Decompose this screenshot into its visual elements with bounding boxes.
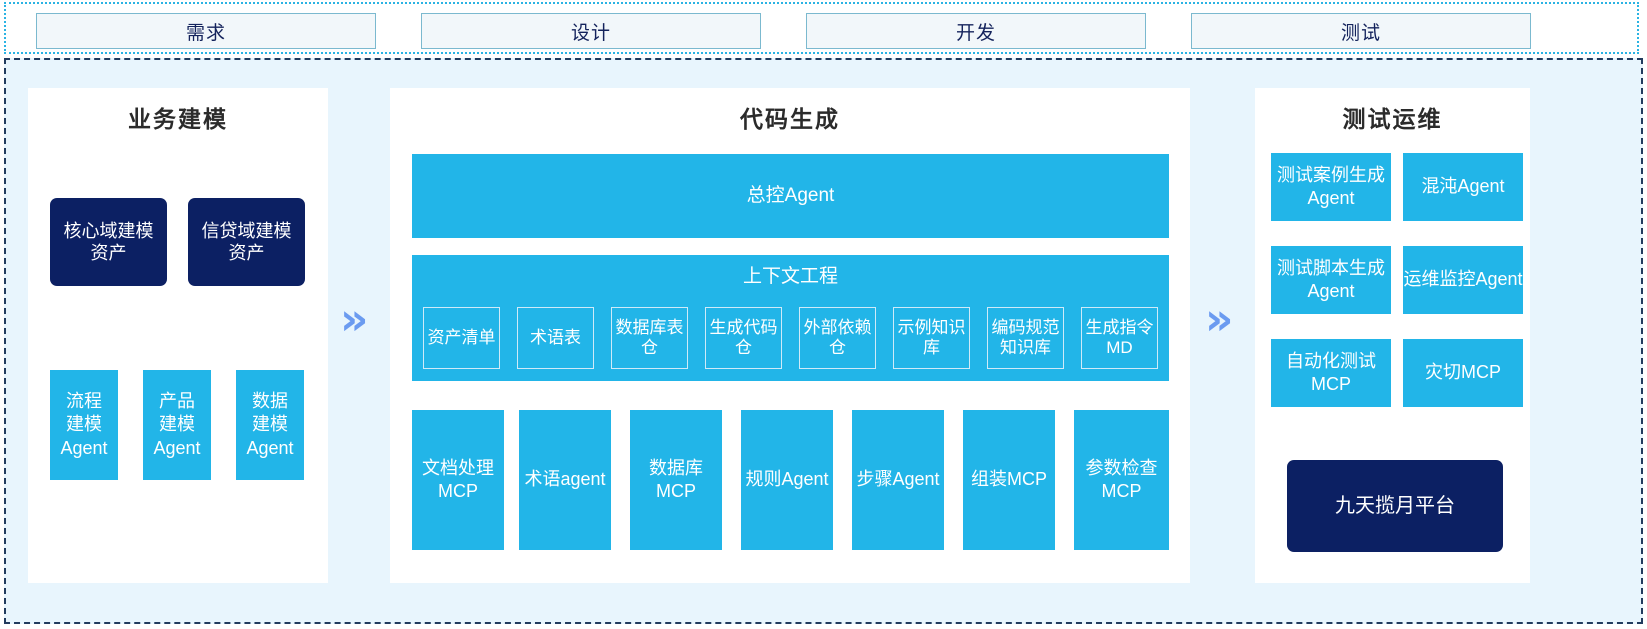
tool-rule-agent[interactable]: 规则Agent: [741, 410, 833, 550]
panel-test-ops: 测试运维 测试案例生成Agent 混沌Agent 测试脚本生成Agent 运维监…: [1255, 88, 1530, 583]
context-chip-example-knowledge-base[interactable]: 示例知识库: [893, 307, 970, 369]
context-chip-coding-standard-knowledge-base[interactable]: 编码规范知识库: [987, 307, 1064, 369]
chip-label: 示例知识库: [897, 318, 966, 357]
phase-box-development[interactable]: 开发: [806, 13, 1146, 49]
item-label: 测试脚本生成Agent: [1277, 257, 1385, 301]
panel-code-generation: 代码生成 总控Agent 上下文工程 资产清单 术语表 数据库表仓 生成代码仓 …: [390, 88, 1190, 583]
context-engineering-block: 上下文工程 资产清单 术语表 数据库表仓 生成代码仓 外部依赖仓 示例知识库 编…: [412, 255, 1169, 381]
asset-label: 核心域建模资产: [63, 220, 154, 264]
context-chip-generated-code-repo[interactable]: 生成代码仓: [705, 307, 782, 369]
context-chip-glossary[interactable]: 术语表: [517, 307, 594, 369]
context-engineering-title: 上下文工程: [742, 266, 838, 287]
flow-arrow-center-to-right: »: [1205, 294, 1234, 345]
chip-label: 资产清单: [427, 328, 496, 348]
chip-label: 编码规范知识库: [991, 318, 1060, 357]
phase-box-design[interactable]: 设计: [421, 13, 761, 49]
context-chip-asset-list[interactable]: 资产清单: [423, 307, 500, 369]
tool-label: 术语agent: [524, 469, 606, 490]
platform-jiutian-lanyue[interactable]: 九天揽月平台: [1287, 460, 1503, 552]
item-ops-monitoring-agent[interactable]: 运维监控Agent: [1403, 246, 1523, 314]
tool-label: 组装MCP: [971, 469, 1047, 490]
item-test-script-generation-agent[interactable]: 测试脚本生成Agent: [1271, 246, 1391, 314]
item-label: 灾切MCP: [1425, 362, 1501, 383]
tool-assembly-mcp[interactable]: 组装MCP: [963, 410, 1055, 550]
chip-label: 生成指令MD: [1085, 318, 1154, 357]
panel-title-test-ops: 测试运维: [1342, 106, 1443, 132]
chip-label: 外部依赖仓: [803, 318, 872, 357]
chip-label: 生成代码仓: [709, 318, 778, 357]
phase-box-requirements[interactable]: 需求: [36, 13, 376, 49]
phase-label: 设计: [570, 22, 611, 44]
phase-box-testing[interactable]: 测试: [1191, 13, 1531, 49]
item-label: 自动化测试MCP: [1286, 350, 1376, 394]
chip-label: 数据库表仓: [615, 318, 684, 357]
platform-label: 九天揽月平台: [1335, 494, 1455, 517]
panel-title-business-modeling: 业务建模: [128, 106, 228, 132]
flow-arrow-left-to-center: »: [340, 294, 369, 345]
item-label: 运维监控Agent: [1403, 269, 1523, 290]
context-chip-external-dependency-repo[interactable]: 外部依赖仓: [799, 307, 876, 369]
item-chaos-agent[interactable]: 混沌Agent: [1403, 153, 1523, 221]
phase-strip: 需求 设计 开发 测试: [4, 2, 1639, 54]
phase-label: 需求: [185, 22, 226, 44]
phase-label: 测试: [1340, 22, 1381, 44]
item-label: 测试案例生成Agent: [1277, 164, 1385, 208]
panel-title-code-generation: 代码生成: [740, 106, 840, 132]
context-chip-db-table-repo[interactable]: 数据库表仓: [611, 307, 688, 369]
asset-credit-domain[interactable]: 信贷域建模资产: [188, 198, 305, 286]
tool-step-agent[interactable]: 步骤Agent: [852, 410, 944, 550]
item-disaster-switch-mcp[interactable]: 灾切MCP: [1403, 339, 1523, 407]
item-label: 混沌Agent: [1421, 176, 1505, 197]
item-test-case-generation-agent[interactable]: 测试案例生成Agent: [1271, 153, 1391, 221]
asset-label: 信贷域建模资产: [201, 220, 292, 264]
asset-core-domain[interactable]: 核心域建模资产: [50, 198, 167, 286]
phase-label: 开发: [955, 22, 996, 44]
item-automated-test-mcp[interactable]: 自动化测试MCP: [1271, 339, 1391, 407]
chip-label: 术语表: [530, 328, 581, 348]
context-chip-generation-instruction-md[interactable]: 生成指令MD: [1081, 307, 1158, 369]
controller-agent-label: 总控Agent: [746, 184, 835, 206]
controller-agent-bar[interactable]: 总控Agent: [412, 154, 1169, 238]
tool-glossary-agent[interactable]: 术语agent: [519, 410, 611, 550]
tool-label: 规则Agent: [745, 469, 829, 490]
tool-label: 步骤Agent: [856, 469, 940, 490]
